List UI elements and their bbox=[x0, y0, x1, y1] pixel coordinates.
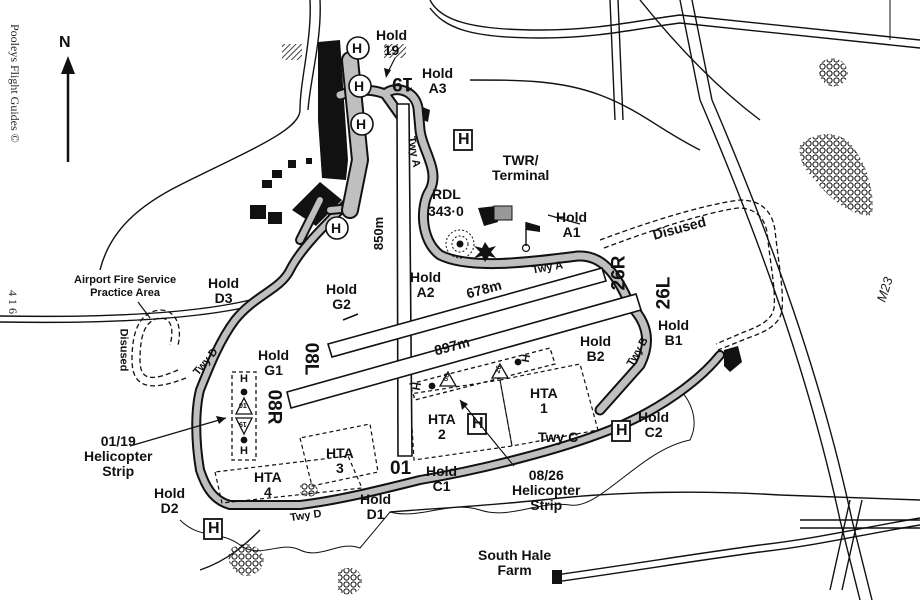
heli-box-h-4: H bbox=[208, 520, 220, 537]
terrain-edge bbox=[179, 389, 695, 554]
twy-C-label: Twy C bbox=[538, 429, 579, 445]
runway-08L-label: 08L bbox=[300, 342, 322, 376]
helipad-h-1: H bbox=[352, 40, 363, 56]
arrow-heads bbox=[216, 68, 468, 424]
helipad-circle-icon bbox=[325, 216, 349, 240]
heli-box-icon bbox=[611, 420, 631, 442]
runway-26L-label: 26L bbox=[653, 276, 675, 310]
windsock-icon bbox=[521, 222, 540, 253]
heli-boxes bbox=[203, 129, 631, 540]
heli-box-h-3: H bbox=[616, 422, 628, 439]
disused-tracks bbox=[131, 199, 784, 387]
strip-h-north: H bbox=[240, 373, 248, 385]
strip-19-label: 19 bbox=[239, 420, 247, 427]
heli-box-icon bbox=[203, 518, 223, 540]
buildings bbox=[250, 40, 742, 584]
helipad-h-2: H bbox=[354, 78, 365, 94]
heli-strip-triangles bbox=[234, 362, 510, 436]
heliport-circles bbox=[325, 36, 374, 240]
aerodrome-beacon bbox=[474, 242, 496, 262]
runways bbox=[286, 103, 643, 457]
heli-box-h-2: H bbox=[472, 415, 484, 432]
helipad-h-3: H bbox=[356, 116, 367, 132]
woodland bbox=[228, 58, 873, 595]
runway-08R-26L bbox=[286, 293, 643, 409]
runway-26R-label: 26R bbox=[608, 255, 630, 291]
heli-strip-markers bbox=[240, 358, 522, 444]
runway-01-label: 01 bbox=[390, 458, 412, 479]
north-label: N bbox=[59, 34, 71, 51]
twr-terminal-label: TWR/Terminal bbox=[492, 152, 550, 183]
hta-areas bbox=[214, 363, 599, 504]
page-number: 4 1 6 bbox=[6, 290, 20, 314]
signal-area bbox=[445, 229, 475, 259]
north-arrow-icon bbox=[61, 56, 75, 162]
publisher-credit: Pooleys Flight Guides © bbox=[8, 24, 22, 143]
heli-strip-08-26 bbox=[409, 347, 556, 401]
hatched-areas bbox=[282, 44, 406, 60]
leader-lines bbox=[129, 57, 581, 467]
strip-h-south: H bbox=[240, 445, 248, 457]
heli-box-icon bbox=[467, 413, 487, 435]
helipad-circle-icon bbox=[350, 112, 374, 136]
helipad-circle-icon bbox=[348, 74, 372, 98]
rdl-label: RDL bbox=[432, 186, 461, 202]
runway-19-label: 19 bbox=[392, 73, 414, 94]
rdl-frequency: 343·0 bbox=[428, 203, 464, 219]
runway-850m-label: 850m bbox=[371, 216, 387, 251]
runway-08L-26R bbox=[326, 267, 608, 358]
helipad-circle-icon bbox=[346, 36, 370, 60]
strip-01-label: 01 bbox=[239, 403, 247, 410]
runway-08R-label: 08R bbox=[263, 389, 285, 425]
helipad-h-4: H bbox=[331, 220, 342, 236]
motorway-m23 bbox=[679, 0, 920, 600]
disused-west-label: Disused bbox=[117, 328, 130, 372]
heli-box-h-1: H bbox=[458, 131, 470, 148]
heli-box-icon bbox=[453, 129, 473, 151]
